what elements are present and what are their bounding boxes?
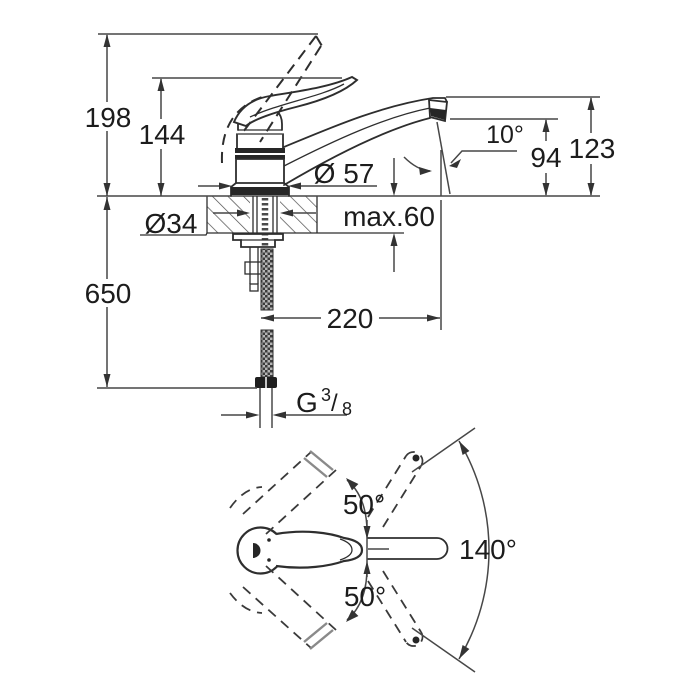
water-stream: [436, 121, 451, 196]
dim-thread: [221, 411, 347, 419]
label-swivel-upper: 50°: [343, 489, 385, 520]
spout: [283, 97, 448, 186]
label-height-spout-top: 123: [569, 133, 616, 164]
dim-198: [98, 33, 318, 196]
dim-144: [152, 77, 342, 196]
dim-140: [411, 427, 490, 673]
label-max-deck-thickness: max.60: [343, 201, 435, 232]
supply-hose: [260, 248, 274, 378]
dim-diam57: [198, 182, 377, 190]
label-spout-reach: 220: [327, 303, 374, 334]
dim-50-upper: [346, 478, 371, 539]
dim-max60: [390, 158, 398, 272]
mounting-shank: [252, 196, 278, 246]
label-height-total: 198: [85, 102, 132, 133]
handle-top-view: [236, 526, 364, 575]
label-hole-diameter: Ø34: [145, 208, 198, 239]
label-depth-below-deck: 650: [85, 278, 132, 309]
label-thread-slash: /: [331, 390, 338, 417]
mounting-nut: [232, 233, 284, 248]
dim-650: [97, 197, 257, 389]
hose-end-fitting: [255, 377, 277, 428]
dim-94: [450, 118, 558, 196]
aerator: [428, 98, 448, 123]
spout-top-view: [366, 520, 449, 577]
label-swivel-lower: 50°: [344, 581, 386, 612]
lever-handle-raised-dashed: [220, 35, 323, 164]
label-outlet-angle: 10°: [486, 121, 524, 149]
label-thread-sub: 8: [342, 399, 352, 419]
dim-diam34: [213, 209, 316, 217]
label-thread-sup: 3: [321, 385, 331, 405]
dim-220: [261, 200, 442, 330]
label-height-body: 144: [139, 119, 186, 150]
spout-swivel-upper-dashed: [367, 451, 424, 528]
dim-10deg: [403, 150, 517, 175]
label-swivel-total: 140°: [459, 534, 517, 565]
dim-123: [446, 96, 600, 196]
connection-pipe: [244, 247, 264, 292]
label-height-outlet: 94: [530, 142, 561, 173]
handle-rotated-lower-dashed: [229, 565, 337, 650]
handle-rotated-upper-dashed: [229, 450, 337, 535]
label-body-diameter: Ø 57: [314, 158, 375, 189]
label-thread-g: G: [296, 387, 318, 418]
dim-50-lower: [346, 561, 371, 622]
